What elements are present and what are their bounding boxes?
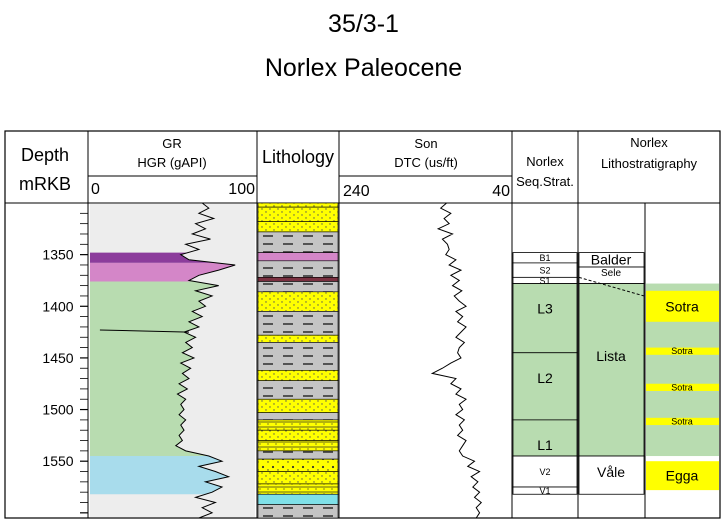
formation-label: Lista <box>596 348 626 364</box>
lithology-header: Lithology <box>262 147 334 167</box>
member-unit <box>646 461 719 491</box>
gr-scale-max: 100 <box>228 181 255 198</box>
gr-scale-min: 0 <box>91 181 100 198</box>
member-unit <box>646 383 719 391</box>
member-label: Sotra <box>671 346 693 356</box>
seq-strat-label: V2 <box>539 467 550 477</box>
sonic-curve <box>430 202 483 519</box>
lithology-bed <box>257 252 339 262</box>
seq-strat-unit <box>512 283 578 354</box>
depth-tick-label: 1500 <box>42 402 73 418</box>
lithology-bed <box>257 398 339 413</box>
seq-strat-label: L1 <box>537 437 553 453</box>
gr-track <box>90 202 255 519</box>
seq-strat-label: L3 <box>537 301 553 317</box>
lithology-bed <box>257 483 339 495</box>
depth-tick-label: 1550 <box>42 453 73 469</box>
gr-facies-fill <box>90 262 236 282</box>
lithology-bed <box>257 429 339 441</box>
seq-strat-unit <box>512 419 578 457</box>
son-scale-max: 40 <box>492 183 510 200</box>
seq-strat-label: L2 <box>537 370 553 386</box>
seq-strat-label: S2 <box>539 266 550 276</box>
depth-header-line2: mRKB <box>19 174 71 194</box>
depth-tick-label: 1400 <box>42 298 73 314</box>
gr-facies-fill <box>90 252 217 263</box>
gr-facies-fill <box>90 456 229 495</box>
lithology-bed <box>257 202 339 208</box>
seq-strat-label: B1 <box>539 253 550 263</box>
lithology-bed <box>257 231 339 253</box>
lithology-bed <box>257 440 339 452</box>
gr-header-line1: GR <box>162 136 182 151</box>
member-label: Egga <box>666 468 699 484</box>
lithology-bed <box>257 281 339 293</box>
seq-strat-unit <box>512 455 578 488</box>
formation-unit <box>578 283 645 457</box>
lithology-bed <box>257 504 339 519</box>
formation-label: Sele <box>601 268 621 279</box>
son-scale-min: 240 <box>343 183 370 200</box>
lithology-bed <box>257 221 339 233</box>
lithology-bed <box>257 493 339 505</box>
formation-label: Balder <box>591 252 632 268</box>
member-unit <box>646 417 719 426</box>
gr-spike <box>99 329 190 333</box>
lithology-bed <box>257 277 339 282</box>
lithostrat-header-line1: Norlex <box>630 135 668 150</box>
seq-strat-header-line1: Norlex <box>526 154 564 169</box>
depth-tick-label: 1450 <box>42 350 73 366</box>
lithology-bed <box>257 471 339 485</box>
member-label: Sotra <box>671 416 693 426</box>
chart-subtitle: Norlex Paleocene <box>264 54 463 82</box>
son-header-line2: DTC (us/ft) <box>394 155 458 170</box>
gr-curve <box>174 202 236 519</box>
member-label: Sotra <box>671 382 693 392</box>
seq-strat-unit <box>512 486 578 495</box>
member-unit <box>646 290 719 322</box>
lithology-bed <box>257 260 339 278</box>
seq-strat-unit <box>512 352 578 421</box>
lithology-bed <box>257 380 339 400</box>
member-unit <box>646 347 719 355</box>
lithology-bed <box>257 458 339 472</box>
lithology-bed <box>257 291 339 312</box>
formation-unit <box>578 455 645 495</box>
lithology-bed <box>257 206 339 222</box>
seq-strat-label: V1 <box>539 486 550 496</box>
seq-strat-label: S1 <box>539 276 550 286</box>
lithology-bed <box>257 412 339 421</box>
sonic-track <box>430 202 483 519</box>
lithology-bed <box>257 370 339 381</box>
depth-header-line1: Depth <box>21 145 69 165</box>
formation-dashed-boundary <box>578 276 645 297</box>
lithology-bed <box>257 450 339 460</box>
gr-header-line2: HGR (gAPI) <box>137 155 206 170</box>
depth-tick-label: 1350 <box>42 247 73 263</box>
chart-title: 35/3-1 <box>328 10 399 38</box>
gr-facies-fill <box>90 281 219 457</box>
lithology-track <box>257 202 339 519</box>
lithology-bed <box>257 342 339 371</box>
lithology-bed <box>257 334 339 343</box>
lithology-bed <box>257 419 339 431</box>
lithology-bed <box>257 311 339 336</box>
seq-strat-header-line2: Seq.Strat. <box>516 174 574 189</box>
son-header-line1: Son <box>414 136 437 151</box>
lithostrat-header-line2: Lithostratigraphy <box>601 156 698 171</box>
formation-label: Våle <box>597 464 625 480</box>
depth-track: 1350 1400 1450 1500 1550 <box>42 212 88 514</box>
member-label: Sotra <box>665 298 699 314</box>
